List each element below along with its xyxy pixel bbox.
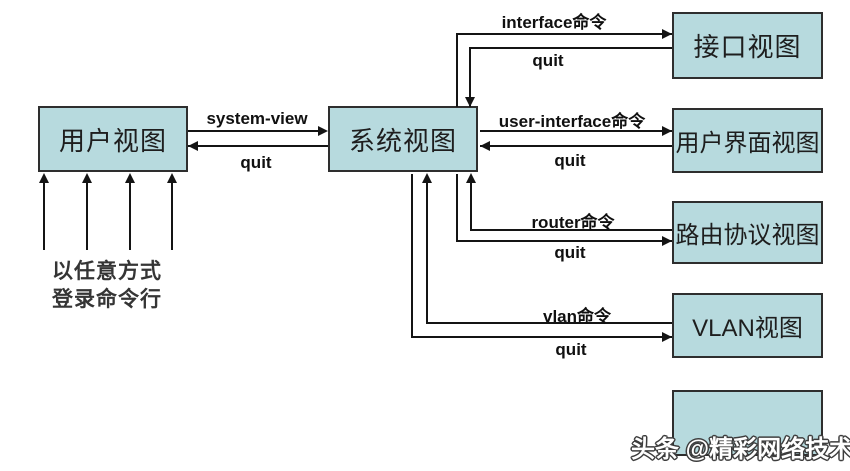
interface-view-box: 接口视图 <box>672 12 823 79</box>
more-views-box <box>672 390 823 456</box>
routing-protocol-view-box: 路由协议视图 <box>672 201 823 264</box>
system-view-label: 系统视图 <box>348 125 457 156</box>
vlan-quit-vline <box>426 180 428 324</box>
user-view-label: 用户视图 <box>58 125 167 156</box>
user-interface-quit-label: quit <box>554 151 586 170</box>
router-quit-hline <box>470 229 672 231</box>
login-arrow-line <box>86 182 88 250</box>
interface-quit-label: quit <box>532 51 564 70</box>
watermark: 头条 @精彩网络技术 <box>631 436 850 463</box>
arrow-up-icon <box>39 173 49 183</box>
router-quit-label: quit <box>554 243 586 262</box>
arrow-up-icon <box>82 173 92 183</box>
system-view-quit-line <box>188 145 328 147</box>
interface-out-vline <box>456 34 458 107</box>
router-out-vline <box>456 174 458 242</box>
user-interface-quit-line <box>480 145 672 147</box>
arrow-up-icon <box>466 173 476 183</box>
interface-view-label: 接口视图 <box>693 32 802 62</box>
vlan-quit-hline <box>426 322 672 324</box>
vlan-quit-label: quit <box>555 340 587 359</box>
login-caption: 以任意方式 登录命令行 <box>52 258 162 314</box>
user-interface-cmd-label: user-interface命令 <box>498 112 646 131</box>
router-cmd-label: router命令 <box>531 213 615 232</box>
login-caption-line1: 以任意方式 <box>52 260 162 283</box>
user-interface-view-label: 用户界面视图 <box>675 130 820 157</box>
arrow-right-icon <box>318 126 328 136</box>
arrow-left-icon <box>188 141 198 151</box>
arrow-down-icon <box>465 97 475 107</box>
router-out-hline <box>456 240 672 242</box>
arrow-up-icon <box>167 173 177 183</box>
user-interface-view-box: 用户界面视图 <box>672 108 823 173</box>
user-view-box: 用户视图 <box>38 106 188 172</box>
arrow-up-icon <box>125 173 135 183</box>
interface-quit-hline <box>469 47 672 49</box>
login-arrow-line <box>171 182 173 250</box>
arrow-right-icon <box>662 126 672 136</box>
arrow-right-icon <box>662 29 672 39</box>
system-view-box: 系统视图 <box>328 106 478 172</box>
user-interface-out-line <box>480 130 672 132</box>
arrow-left-icon <box>480 141 490 151</box>
system-view-cmd-label: system-view <box>206 109 308 128</box>
system-view-arrow-line <box>188 130 326 132</box>
vlan-out-vline <box>411 174 413 338</box>
vlan-view-label: VLAN视图 <box>692 315 803 342</box>
routing-protocol-view-label: 路由协议视图 <box>675 222 820 249</box>
arrow-up-icon <box>422 173 432 183</box>
router-quit-vline <box>470 180 472 231</box>
interface-quit-vline <box>469 47 471 107</box>
login-caption-line2: 登录命令行 <box>52 288 162 311</box>
arrow-right-icon <box>662 332 672 342</box>
login-arrow-line <box>129 182 131 250</box>
vlan-out-hline <box>411 336 672 338</box>
login-arrow-line <box>43 182 45 250</box>
system-view-quit-label: quit <box>240 153 272 172</box>
vlan-cmd-label: vlan命令 <box>542 307 612 326</box>
vlan-view-box: VLAN视图 <box>672 293 823 358</box>
arrow-right-icon <box>662 236 672 246</box>
interface-cmd-label: interface命令 <box>501 13 607 32</box>
interface-out-hline <box>456 33 672 35</box>
